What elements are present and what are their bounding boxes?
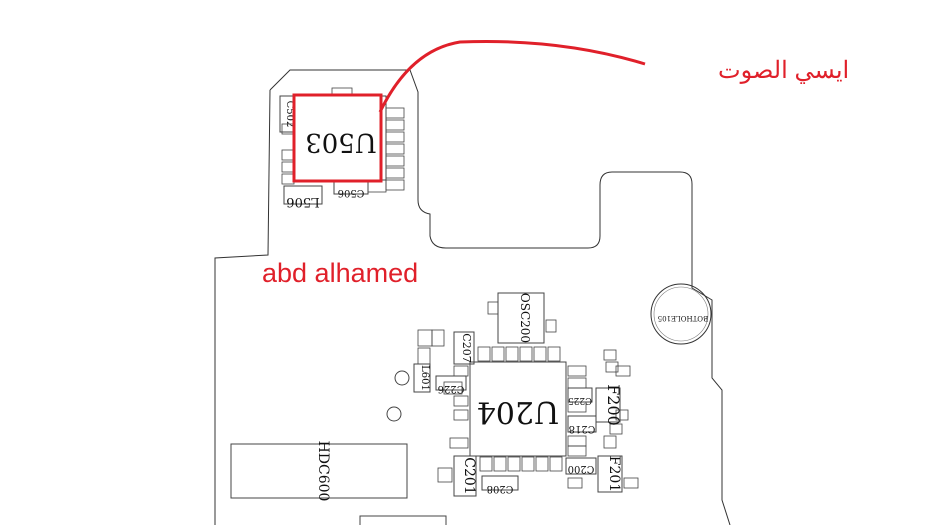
- c208-label: C208: [487, 483, 514, 494]
- l506-label: L506: [286, 194, 319, 209]
- c226-part: [435, 375, 467, 391]
- l506-part: [283, 185, 323, 205]
- bottom-connector: [359, 515, 447, 525]
- f201-part: [597, 455, 623, 493]
- highlight-pointer-line: [378, 39, 646, 113]
- u204-label: U204: [477, 394, 560, 429]
- author-annotation: abd alhamed: [262, 258, 419, 288]
- osc-passives: [487, 301, 557, 333]
- arabic-annotation: ايسي الصوت: [718, 57, 850, 84]
- c200-label: C200: [568, 463, 595, 474]
- c225-label: C225: [568, 395, 592, 405]
- u204-chip-body: [469, 361, 567, 457]
- l601-part: [413, 363, 431, 393]
- c226-label: C226: [438, 383, 465, 394]
- c201-part: [453, 455, 477, 497]
- hdc600-part: [230, 443, 408, 499]
- bothole-label: BOTHOLE105: [658, 314, 709, 322]
- highlight-box: [292, 93, 383, 183]
- f200-part: [595, 387, 621, 423]
- test-point-1: [394, 370, 410, 386]
- c207-label: C207: [460, 333, 473, 362]
- c218-part: [567, 415, 597, 433]
- c207-part: [453, 331, 475, 365]
- c502-label: C502: [284, 101, 295, 128]
- board-outline-left: [214, 89, 271, 525]
- c218-label: C218: [569, 423, 596, 434]
- c208-part: [481, 475, 519, 491]
- c225-part: [567, 387, 593, 403]
- c506-label: C506: [338, 187, 365, 198]
- u503-label: U503: [305, 127, 377, 157]
- board-outline: [269, 69, 731, 526]
- osc200-label: OSC200: [518, 293, 532, 343]
- test-point-2: [386, 406, 402, 422]
- c200-part: [565, 457, 597, 475]
- c201-label: C201: [461, 457, 477, 494]
- bothole-inner: [653, 286, 709, 342]
- hdc600-label: HDC600: [315, 441, 331, 502]
- l601-label: L601: [419, 365, 430, 391]
- f200-label: F200: [604, 384, 623, 426]
- osc200-part: [497, 292, 545, 344]
- f201-label: F201: [606, 456, 622, 492]
- bothole-circle: [650, 283, 712, 345]
